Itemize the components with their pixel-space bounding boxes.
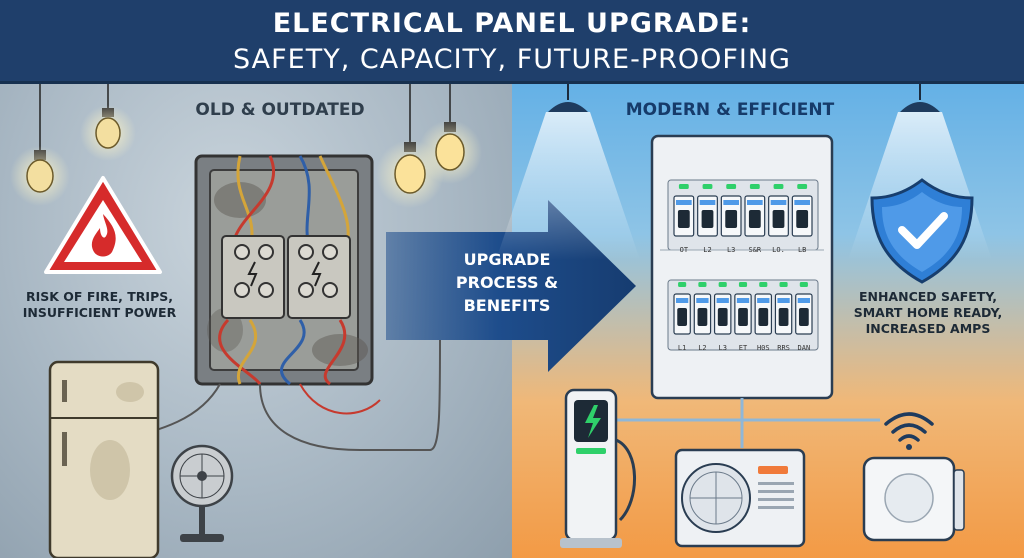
circuit-breaker [774,282,793,335]
page-title: ELECTRICAL PANEL UPGRADE: [272,8,752,39]
circuit-breaker [693,282,712,335]
smart-home-hub [862,456,965,542]
light-bulb-icon [10,84,70,206]
desk-fan [170,444,234,542]
breaker-label: L1 [678,344,686,352]
breaker-label: DAN [798,344,811,352]
breaker-label: RRS [777,344,790,352]
ev-charger [560,388,636,548]
breaker-row-bottom [673,282,813,335]
old-panel-title: OLD & OUTDATED [195,100,365,120]
circuit-breaker [734,282,752,335]
breaker-row-top [673,184,813,237]
air-conditioner-unit [674,448,806,548]
risk-note: RISK OF FIRE, TRIPS, INSUFFICIENT POWER [22,289,177,320]
circuit-breaker [744,184,766,237]
breaker-label: L2 [698,344,706,352]
breaker-label: L3 [727,246,735,254]
circuit-breaker [720,184,742,237]
breaker-labels-bottom: L1 L2 L3 ET H0S RRS DAN [678,344,810,352]
wifi-icon [884,412,934,450]
circuit-breaker [754,282,773,335]
breaker-label: ET [739,344,748,352]
header-banner: ELECTRICAL PANEL UPGRADE: SAFETY, CAPACI… [0,0,1024,84]
modern-panel-box [650,134,834,400]
modern-panel-title: MODERN & EFFICIENT [625,100,835,120]
breaker-label: LO. [772,246,785,254]
ceiling-lamp-icon [496,84,640,260]
breaker-label: S&R [749,246,762,254]
circuit-breaker [697,184,718,237]
light-bulb-icon [418,84,482,184]
light-bulb-icon [80,84,136,161]
breaker-labels-top: OT L2 L3 S&R LO. LB [680,246,807,254]
page-subtitle: SAFETY, CAPACITY, FUTURE-PROOFING [233,44,791,75]
circuit-breaker [673,282,691,335]
circuit-breaker [795,282,813,335]
circuit-breaker [713,282,732,335]
breaker-label: OT [680,246,689,254]
shield-check-icon [870,178,974,284]
warning-fire-icon [44,176,162,274]
upgrade-arrow-label: UPGRADE PROCESS & BENEFITS [455,250,559,315]
benefits-note: ENHANCED SAFETY, SMART HOME READY, INCRE… [853,289,1003,336]
circuit-breaker [791,184,813,237]
old-panel-box [194,154,374,386]
breaker-label: H0S [757,344,770,352]
lightning-icon [585,405,601,438]
breaker-label: L2 [703,246,711,254]
circuit-breaker [673,184,695,237]
old-refrigerator [48,360,160,558]
circuit-breaker [768,184,789,237]
breaker-label: LB [798,246,806,254]
breaker-label: L3 [718,344,726,352]
